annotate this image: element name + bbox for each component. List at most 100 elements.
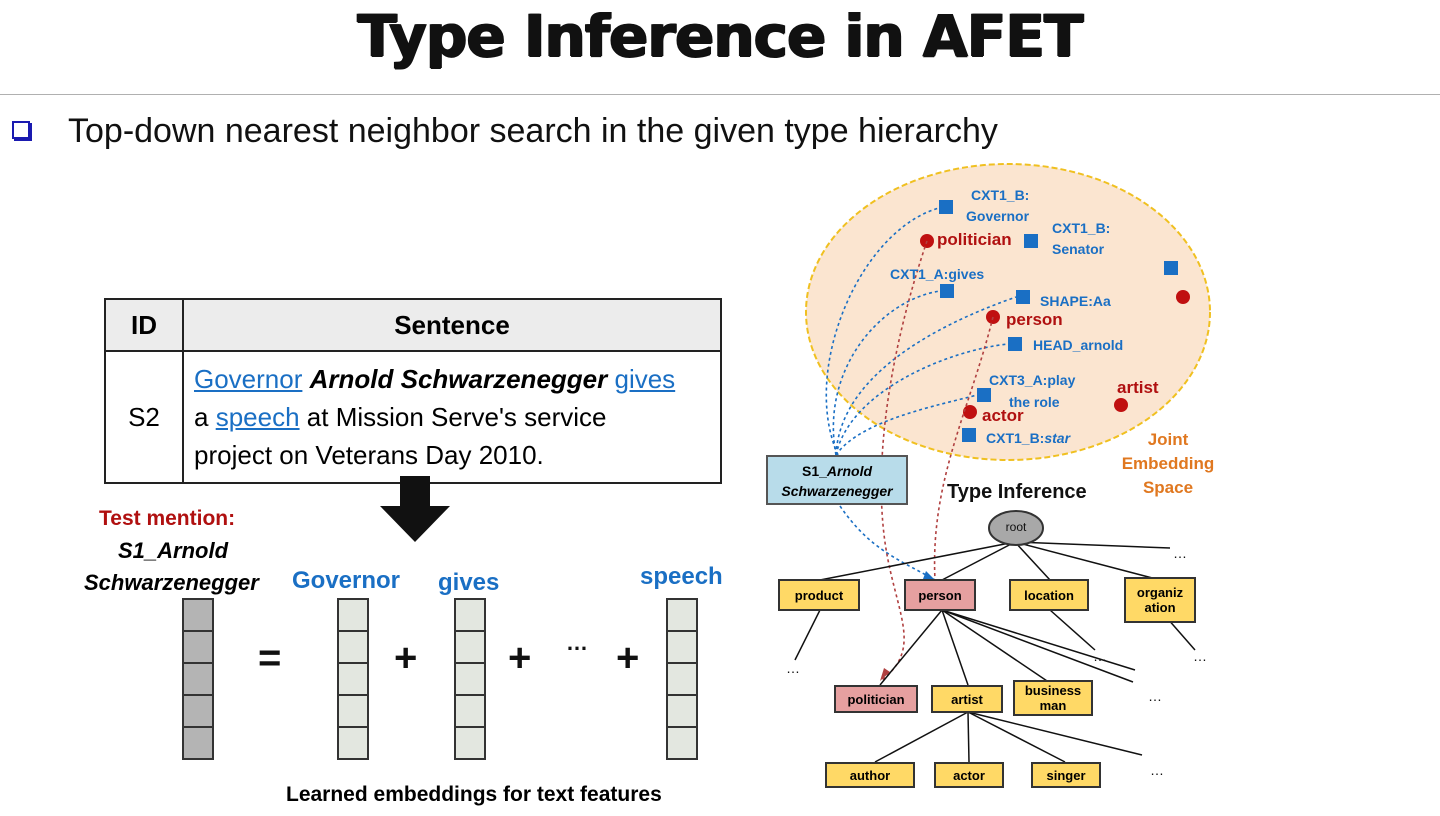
edge-root-product: [819, 541, 1016, 581]
ellipsis: …: [566, 630, 588, 655]
word-governor: Governor: [194, 364, 303, 394]
link-shape: [835, 296, 1017, 456]
word-gives: gives: [614, 364, 676, 394]
node-location: location: [1009, 579, 1089, 611]
ellipsis-product: …: [786, 660, 800, 676]
node-singer: singer: [1031, 762, 1101, 788]
node-person: person: [904, 579, 976, 611]
row-sentence: Governor Arnold Schwarzenegger gives a s…: [182, 350, 722, 484]
feat-cxt1-b-gov-2: Governor: [966, 208, 1030, 224]
node-author: author: [825, 762, 915, 788]
sentence-table: ID Sentence S2 Governor Arnold Schwarzen…: [104, 298, 722, 484]
edge-root-location: [1014, 541, 1051, 581]
edge-person-more-1: [941, 609, 1134, 683]
table-header-row: ID Sentence: [104, 298, 722, 352]
ellipsis-root: …: [1173, 545, 1187, 561]
feature-governor-label: Governor: [292, 567, 401, 594]
sentence-rest-1: at Mission Serve's service: [306, 402, 607, 432]
edge-person-artist: [941, 609, 969, 686]
embedding-space-ellipse: [805, 163, 1211, 461]
title-divider: [0, 94, 1440, 95]
node-businessman: business man: [1013, 680, 1093, 716]
feat-cxt1-b-sen-2: Senator: [1052, 241, 1105, 257]
node-organization: organiz ation: [1124, 577, 1196, 623]
equals-sign: =: [258, 636, 282, 680]
edge-person-more-2: [941, 609, 1136, 671]
ellipsis-location: …: [1093, 648, 1107, 664]
header-id: ID: [104, 298, 184, 352]
feature-square-gives: [940, 284, 954, 298]
node-organization-line2: ation: [1144, 600, 1176, 615]
ellipsis-person: …: [1148, 688, 1162, 704]
bullet-square-icon: [12, 121, 30, 139]
feat-cxt3-2: the role: [1009, 394, 1060, 410]
mention-box-arnold: Arnold: [826, 463, 873, 479]
feature-speech-label: speech: [640, 563, 723, 590]
feat-cxt1-b-star: CXT1_B:star: [986, 430, 1071, 446]
edge-root-person: [941, 541, 1016, 581]
test-mention-line2: Schwarzenegger: [84, 570, 259, 595]
speech-embedding-vector: [666, 598, 698, 760]
type-inference-label: Type Inference: [947, 481, 1087, 503]
gives-embedding-vector: [454, 598, 486, 760]
link-gives: [832, 290, 941, 456]
table-row: S2 Governor Arnold Schwarzenegger gives …: [104, 350, 722, 484]
edge-artist-singer: [967, 711, 1066, 763]
link-cxt3: [835, 394, 978, 456]
ellipsis-artist: …: [1150, 762, 1164, 778]
feat-cxt1-b-gov-1: CXT1_B:: [971, 187, 1030, 203]
embedding-space-diagram: [794, 163, 1211, 763]
feature-square-governor: [939, 200, 953, 214]
type-label-artist: artist: [1117, 378, 1159, 397]
feature-square-senator: [1024, 234, 1038, 248]
header-sentence: Sentence: [182, 298, 722, 352]
word-a: a: [194, 402, 209, 432]
node-actor: actor: [934, 762, 1004, 788]
node-politician: politician: [834, 685, 918, 713]
space-label-line-3: Space: [1142, 478, 1194, 497]
type-dot-actor: [963, 405, 977, 419]
feat-star-word: star: [1044, 430, 1071, 446]
feature-square-head: [1008, 337, 1022, 351]
edge-artist-more: [967, 711, 1143, 756]
space-label-line-2: Embedding: [1121, 454, 1215, 473]
type-label-person: person: [1006, 310, 1063, 329]
link-person: [933, 316, 994, 581]
link-head: [835, 343, 1009, 456]
mention-box-line1: S1_Arnold: [768, 461, 906, 481]
embedding-space-label: Joint Embedding Space: [1120, 428, 1216, 500]
row-id: S2: [104, 350, 184, 484]
feat-head: HEAD_arnold: [1033, 337, 1124, 353]
type-label-actor: actor: [982, 406, 1024, 425]
mention-embedding-vector: [182, 598, 214, 760]
mention-box: S1_Arnold Schwarzenegger: [766, 455, 908, 505]
link-governor: [825, 207, 940, 456]
arrowhead-politician-red: [880, 668, 890, 681]
feature-square-cxt3: [977, 388, 991, 402]
governor-embedding-vector: [337, 598, 369, 760]
sentence-rest-2: project on Veterans Day 2010.: [194, 440, 544, 470]
edge-location-more: [1049, 609, 1096, 651]
feature-square-unlabeled: [1164, 261, 1178, 275]
arrowhead-person-blue: [923, 571, 935, 580]
plus-sign-1: +: [394, 636, 418, 680]
edge-artist-author: [874, 711, 969, 763]
bullet-text: Top-down nearest neighbor search in the …: [68, 112, 998, 150]
feature-gives-label: gives: [438, 569, 500, 596]
edge-root-organization: [1014, 541, 1161, 581]
node-business-line2: man: [1039, 698, 1067, 713]
embeddings-caption: Learned embeddings for text features: [286, 783, 662, 806]
feat-cxt1-a-gives: CXT1_A:gives: [890, 266, 985, 282]
link-politician: [880, 240, 928, 681]
mention-box-line2: Schwarzenegger: [781, 483, 893, 499]
edge-person-business: [941, 609, 1054, 686]
node-artist: artist: [931, 685, 1003, 713]
type-dot-unlabeled: [1176, 290, 1190, 304]
root-node-label: root: [1005, 520, 1027, 534]
edge-product-more: [794, 609, 821, 661]
page-title: Type Inference in AFET: [357, 2, 1083, 70]
feat-cxt3-1: CXT3_A:play: [989, 372, 1076, 388]
feature-square-shape: [1016, 290, 1030, 304]
down-arrow-icon: [380, 476, 450, 542]
type-label-politician: politician: [937, 230, 1012, 249]
